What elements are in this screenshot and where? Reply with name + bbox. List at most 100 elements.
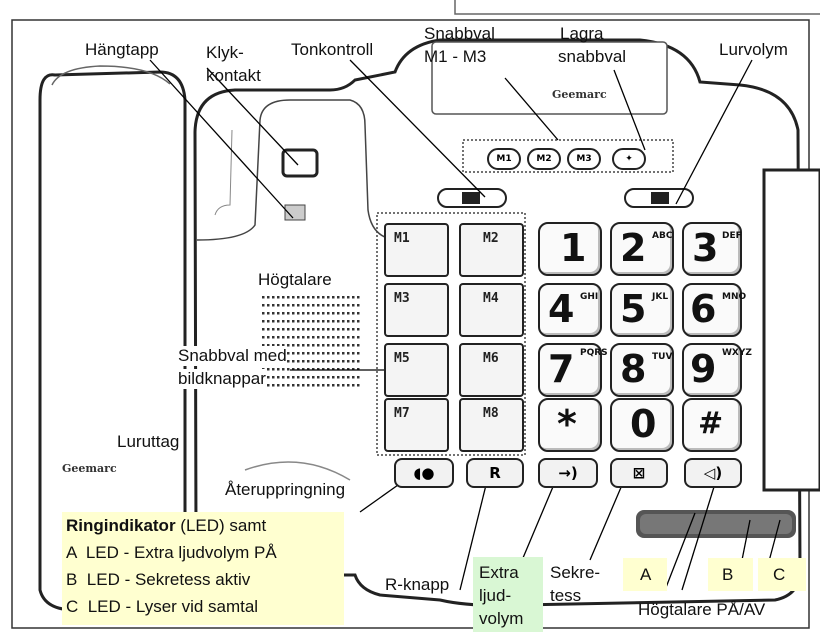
digit-label: # [698,406,724,441]
label-led-a: A [640,565,652,584]
label-lurvolym: Lurvolym [719,40,788,59]
digit-label: 8 [620,347,647,391]
led-b-box [708,558,753,591]
memory-key-m5[interactable]: M5 [384,343,449,397]
top-memory-key-m1[interactable]: M1 [487,148,521,170]
mute-icon: ⊠ [632,464,646,482]
tone-control-knob [462,192,480,204]
digit-label: 1 [560,226,587,270]
label-hangtapp: Hängtapp [85,40,159,59]
legend-title-rest: (LED) samt [175,516,267,535]
legend-line-b: B LED - Sekretess aktiv [66,570,251,589]
digit-label: 0 [630,402,657,446]
digit-letters: GHI [580,292,599,302]
top-memory-key-m2[interactable]: M2 [527,148,561,170]
cradle [196,99,401,241]
label-r-knapp: R-knapp [385,575,450,594]
memory-key-label: M3 [394,291,410,306]
hash-key[interactable]: # [682,398,742,452]
label-lagra-line1: Lagra [560,24,604,43]
hook-tab [284,204,306,221]
redial-key[interactable]: ◖● [394,458,454,488]
legend-title: Ringindikator (LED) samt [66,516,266,536]
label-bildknappar-line1: Snabbval med [178,346,287,366]
digit-label: 6 [690,287,717,331]
label-led-c: C [773,565,786,584]
boost-icon: →) [558,464,578,482]
digit-key-4[interactable]: 4 GHI [538,283,602,337]
digit-letters: DEF [722,231,742,241]
memory-key-m6[interactable]: M6 [459,343,524,397]
label-extra-line2: ljud- [479,586,512,605]
digit-key-6[interactable]: 6 MNO [682,283,747,337]
legend-line-c: C LED - Lyser vid samtal [66,597,259,616]
led-a-box [623,558,667,591]
picture-keys-box [376,212,526,456]
label-extra-line1: Extra [479,563,519,582]
label-speaker-onoff: Högtalare PÅ/AV [638,600,766,619]
label-lagra-line2: snabbval [558,47,627,66]
led-c-box [758,558,806,591]
label-sekretess-line1: Sekre- [550,563,601,582]
memory-key-m4[interactable]: M4 [459,283,524,337]
speaker-icon: ◁) [703,464,723,482]
redial-icon: ◖● [413,464,435,482]
memory-key-label: M5 [394,351,410,366]
memory-key-m3[interactable]: M3 [384,283,449,337]
extra-volume-key[interactable]: →) [538,458,598,488]
receiver-volume-knob [651,192,669,204]
label-bildknappar-line2: bildknappar [178,369,266,389]
label-tonkontroll: Tonkontroll [291,40,374,59]
digit-key-2[interactable]: 2 ABC [610,222,674,276]
memory-key-label: M2 [483,231,499,246]
memory-key-m8[interactable]: M8 [459,398,524,452]
legend-box: Ringindikator (LED) samt A LED - Extra l… [62,512,344,625]
memory-key-label: M8 [483,406,499,421]
memory-key-m7[interactable]: M7 [384,398,449,452]
side-panel [762,168,820,492]
memory-key-m1[interactable]: M1 [384,223,449,277]
leader-lines [149,59,781,591]
digit-label: 7 [548,347,575,391]
cradle-edge [214,129,233,216]
label-led-b: B [722,565,734,584]
base-curve [244,461,351,481]
mute-key[interactable]: ⊠ [610,458,668,488]
bottom-speaker-inner [640,514,792,534]
label-snabbval-line1: Snabbval [424,24,495,43]
r-key[interactable]: R [466,458,524,488]
digit-letters: JKL [652,292,669,302]
star-key[interactable]: * [538,398,602,452]
handset-top-edge [51,65,171,86]
digit-letters: ABC [652,231,673,241]
brand-logo-handset: Geemarc [62,462,117,475]
label-klyk-line2: kontakt [206,66,261,85]
label-klyk-line1: Klyk- [206,43,244,62]
digit-label: 2 [620,226,647,270]
digit-letters: MNO [722,292,747,302]
label-luruttag: Luruttag [117,432,180,451]
hook-slot [281,148,319,178]
memory-key-label: M1 [394,231,410,246]
legend-line-a: A LED - Extra ljudvolym PÅ [66,543,277,562]
digit-key-1[interactable]: 1 [538,222,602,276]
label-sekretess-line2: tess [550,586,582,605]
store-speed-dial-key[interactable]: ✦ [612,148,646,170]
top-memory-key-m3[interactable]: M3 [567,148,601,170]
speaker-key[interactable]: ◁) [684,458,742,488]
digit-key-0[interactable]: 0 [610,398,674,452]
legend-title-bold: Ringindikator [66,516,176,535]
digit-letters: PQRS [580,348,608,358]
digit-label: 4 [548,287,575,331]
top-memory-box [462,139,674,173]
display-window [431,41,668,115]
digit-key-7[interactable]: 7 PQRS [538,343,608,397]
memory-key-m2[interactable]: M2 [459,223,524,277]
label-extra-line3: volym [479,609,524,628]
digit-letters: WXYZ [722,348,752,358]
